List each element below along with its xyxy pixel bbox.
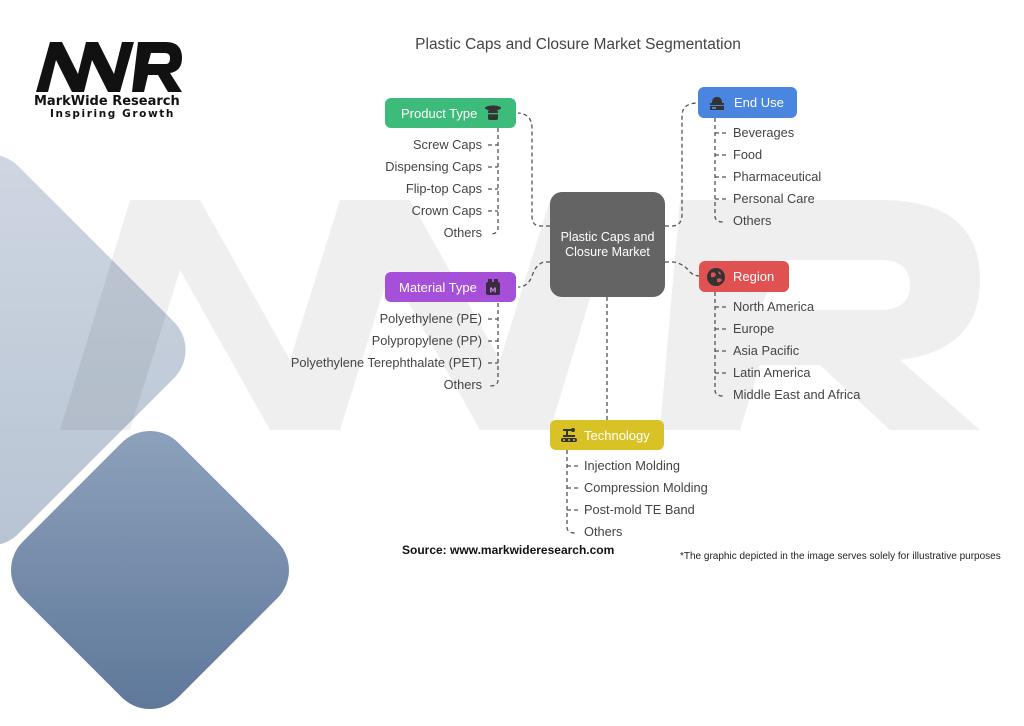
branch-end-use — [714, 118, 724, 223]
node-label: Technology — [584, 427, 650, 443]
list-item: Polypropylene (PP) — [371, 333, 482, 348]
list-item: Others — [584, 524, 623, 539]
list-item: Compression Molding — [584, 480, 708, 495]
list-item: Personal Care — [733, 191, 815, 206]
list-item: Middle East and Africa — [733, 387, 861, 402]
list-item: Latin America — [733, 365, 811, 380]
list-item: Others — [733, 213, 772, 228]
branch-material-type — [489, 303, 499, 387]
list-item: Crown Caps — [411, 203, 482, 218]
factory-worker-icon — [707, 93, 727, 113]
globe-icon — [706, 267, 726, 287]
node-label: Material Type — [399, 279, 477, 295]
page-title: Plastic Caps and Closure Market Segmenta… — [415, 36, 741, 53]
connector-material-type — [517, 261, 550, 288]
branch-technology — [566, 450, 576, 534]
connector-lines — [488, 102, 727, 534]
node-label: End Use — [734, 95, 784, 110]
conveyor-robot-icon — [559, 425, 579, 445]
disclaimer-text: *The graphic depicted in the image serve… — [680, 551, 1001, 562]
list-item: Post-mold TE Band — [584, 502, 695, 517]
list-item: Asia Pacific — [733, 343, 800, 358]
branch-region — [714, 292, 724, 397]
node-label: Product Type — [401, 105, 478, 121]
source-text: Source: www.markwideresearch.com — [402, 543, 615, 557]
node-end-use: End Use — [698, 87, 797, 118]
logo: MarkWide Research Inspiring Growth — [34, 40, 194, 120]
logo-name: MarkWide Research — [34, 94, 180, 109]
logo-tagline: Inspiring Growth — [50, 108, 175, 120]
list-item: Europe — [733, 321, 775, 336]
connector-end-use — [665, 102, 699, 227]
list-item: Flip-top Caps — [405, 181, 482, 196]
node-product-type: Product Type — [385, 98, 516, 128]
node-material-type: Material Type M — [385, 272, 516, 302]
list-item: Others — [443, 225, 482, 240]
material-box-icon: M — [483, 277, 503, 297]
logo-mark-icon — [36, 42, 182, 92]
connector-region — [665, 261, 701, 277]
node-label: Region — [733, 269, 775, 284]
svg-text:M: M — [489, 287, 496, 295]
list-item: Polyethylene (PE) — [379, 311, 482, 326]
list-item: Food — [733, 147, 763, 162]
list-item: Others — [443, 377, 482, 392]
bottle-cap-icon — [483, 103, 503, 123]
node-region: Region — [699, 261, 789, 292]
list-item: Pharmaceutical — [733, 169, 822, 184]
list-item: Beverages — [733, 125, 795, 140]
branch-product-type — [489, 128, 499, 235]
list-item: Dispensing Caps — [385, 159, 482, 174]
list-item: North America — [733, 299, 815, 314]
list-item: Injection Molding — [584, 458, 681, 473]
node-technology: Technology — [550, 420, 664, 450]
list-item: Polyethylene Terephthalate (PET) — [290, 355, 482, 370]
connector-product-type — [517, 112, 550, 227]
center-node: Plastic Caps and Closure Market — [550, 192, 665, 297]
list-item: Screw Caps — [413, 137, 482, 152]
